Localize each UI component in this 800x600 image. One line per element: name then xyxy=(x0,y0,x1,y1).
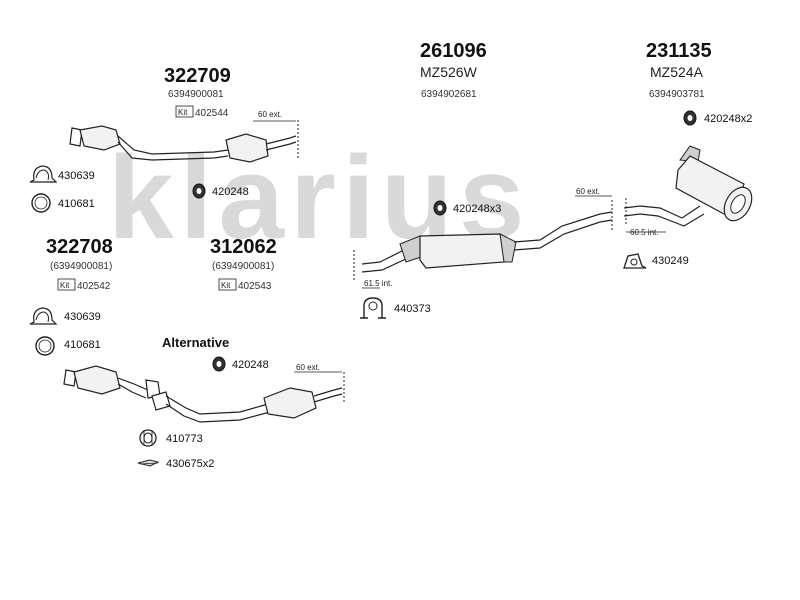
kit-number-402543: 402543 xyxy=(238,281,272,292)
alternative-label: Alternative xyxy=(162,335,229,350)
part-code-322709: 322709 xyxy=(164,65,231,87)
part-number-430249: 430249 xyxy=(652,255,689,267)
spring-ring-icon xyxy=(139,429,157,447)
dimension-mid-int: 61.5 int. xyxy=(364,279,392,288)
part-row-430249: 430249 xyxy=(623,253,689,269)
ring-gasket-icon xyxy=(31,193,51,213)
dimension-mid-ext: 60 ext. xyxy=(576,187,600,196)
part-row-420248-b: 420248 xyxy=(212,356,269,372)
part-number-440373: 440373 xyxy=(394,303,431,315)
part-row-420248x3: 420248x3 xyxy=(433,200,501,216)
ref-number-312062: (6394900081) xyxy=(212,261,274,272)
kit-box xyxy=(218,278,237,291)
part-number-410681: 410681 xyxy=(58,198,95,210)
ring-gasket-icon xyxy=(35,336,55,356)
part-row-420248x2: 420248x2 xyxy=(683,110,752,126)
pipe-clamp-icon xyxy=(360,297,386,319)
part-row-410681-a: 410681 xyxy=(31,193,95,213)
part-code-231135: 231135 xyxy=(646,40,712,62)
clamp-icon xyxy=(29,165,58,183)
kit-box xyxy=(175,105,194,118)
ref-number-322708: (6394900081) xyxy=(50,261,112,272)
ref-number-6394902681: 6394902681 xyxy=(421,89,477,100)
kit-label: Kit xyxy=(178,108,188,117)
catalytic-converter-alternative: 60 ext. xyxy=(63,363,345,423)
part-number-420248x3: 420248x3 xyxy=(453,203,501,215)
part-row-430675x2: 430675x2 xyxy=(137,458,214,470)
part-row-410681-b: 410681 xyxy=(35,336,101,356)
model-MZ524A: MZ524A xyxy=(650,64,704,80)
part-row-430639-a: 430639 xyxy=(29,165,95,183)
group-261096: 261096 MZ526W 6394902681 xyxy=(420,40,487,100)
part-row-410773: 410773 xyxy=(139,429,203,447)
ref-number-6394903781: 6394903781 xyxy=(649,89,705,100)
rubber-mount-icon xyxy=(192,183,206,199)
model-MZ526W: MZ526W xyxy=(420,64,478,80)
part-number-420248x2: 420248x2 xyxy=(704,113,752,125)
part-number-420248: 420248 xyxy=(232,359,269,371)
group-322709: 322709 6394900081 Kit 402544 60 ext. xyxy=(164,65,282,119)
dimension-alt-ext: 60 ext. xyxy=(296,363,320,372)
kit-box xyxy=(57,278,76,291)
part-code-322708: 322708 xyxy=(46,236,113,258)
bolt-icon xyxy=(137,459,160,467)
catalytic-converter-front xyxy=(69,120,299,163)
dimension-front-ext: 60 ext. xyxy=(258,110,282,119)
part-code-312062: 312062 xyxy=(210,236,277,258)
part-number-430639: 430639 xyxy=(58,170,95,182)
rear-silencer: 60.5 int. xyxy=(623,145,753,237)
ref-number-322709: 6394900081 xyxy=(168,89,224,100)
group-231135: 231135 MZ524A 6394903781 xyxy=(646,40,712,100)
dimension-rear-int: 60.5 int. xyxy=(630,228,658,237)
group-312062: 312062 (6394900081) Kit 402543 xyxy=(210,236,277,292)
part-row-430639-b: 430639 xyxy=(29,307,101,325)
part-number-430675x2: 430675x2 xyxy=(166,458,214,470)
kit-label: Kit xyxy=(60,281,70,290)
middle-silencer: 61.5 int. 60 ext. xyxy=(353,187,613,289)
part-number-410681: 410681 xyxy=(64,339,101,351)
part-code-261096: 261096 xyxy=(420,40,487,62)
rubber-mount-icon xyxy=(212,356,226,372)
part-row-420248-a: 420248 xyxy=(192,183,249,199)
rubber-mount-icon xyxy=(433,200,447,216)
kit-number-402542: 402542 xyxy=(77,281,111,292)
clamp-icon xyxy=(29,307,58,325)
rubber-mount-icon xyxy=(683,110,697,126)
kit-label: Kit xyxy=(221,281,231,290)
part-number-420248: 420248 xyxy=(212,186,249,198)
part-number-430639: 430639 xyxy=(64,311,101,323)
part-number-410773: 410773 xyxy=(166,433,203,445)
kit-number-402544: 402544 xyxy=(195,108,229,119)
bracket-icon xyxy=(623,253,647,269)
group-322708: 322708 (6394900081) Kit 402542 xyxy=(46,236,113,292)
part-row-440373: 440373 xyxy=(360,297,431,319)
